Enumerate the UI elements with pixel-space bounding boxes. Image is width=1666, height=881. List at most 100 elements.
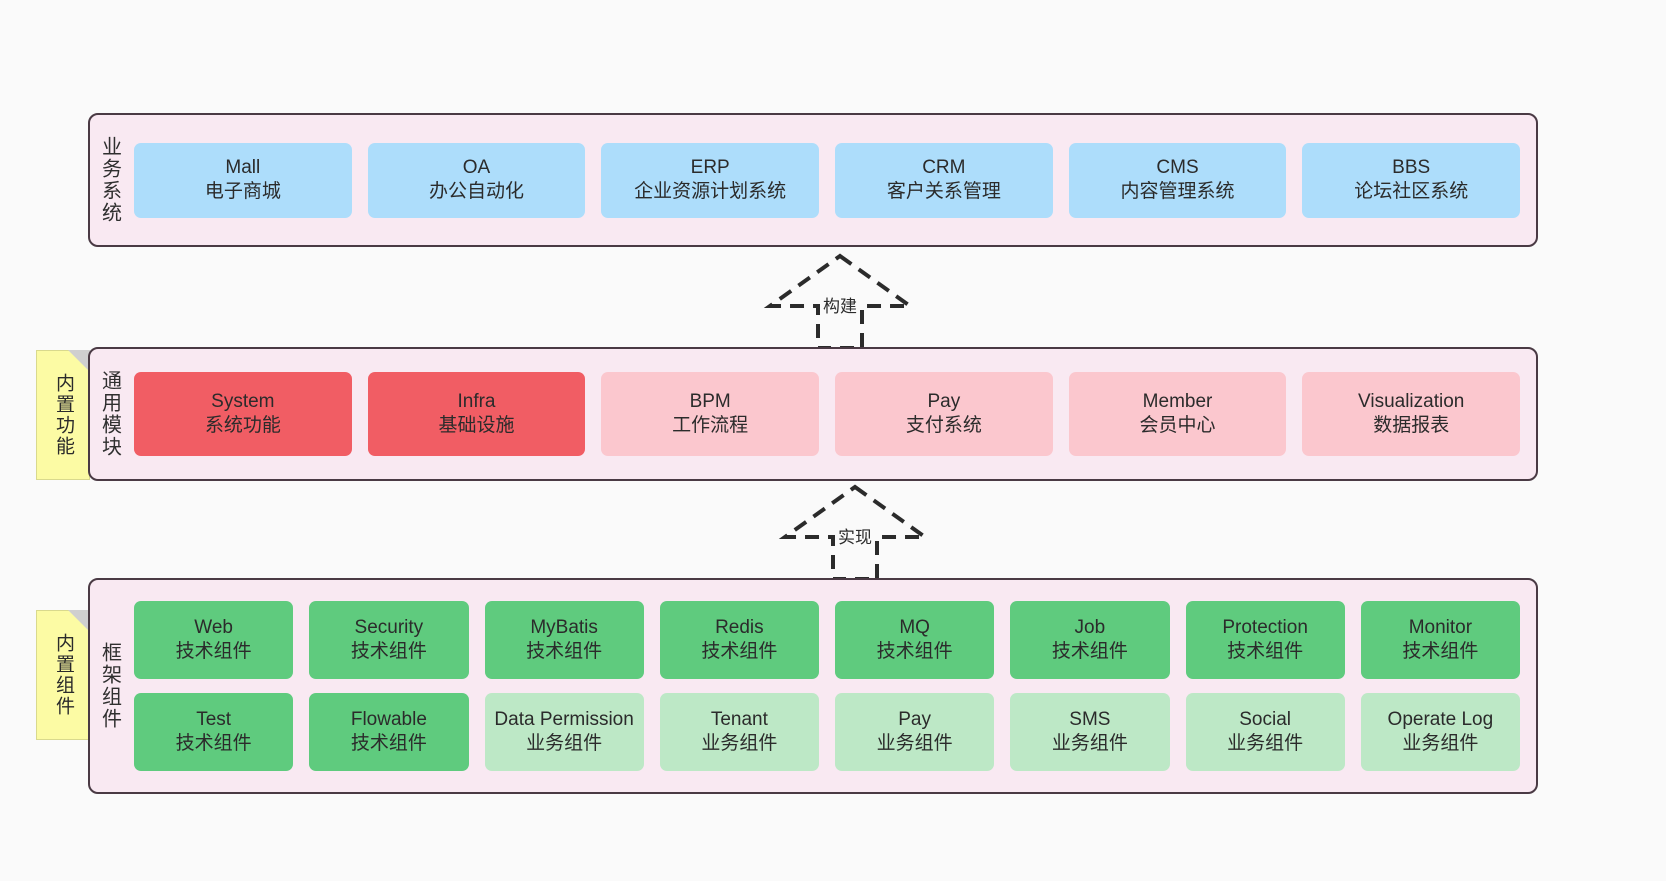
node-subtitle: 技术组件 <box>175 733 252 754</box>
node-pay[interactable]: Pay 支付系统 <box>835 372 1053 456</box>
node-subtitle: 业务组件 <box>1227 733 1304 754</box>
node-operate-log[interactable]: Operate Log 业务组件 <box>1360 693 1520 771</box>
node-oa[interactable]: OA 办公自动化 <box>367 142 586 218</box>
node-sms[interactable]: SMS 业务组件 <box>1010 693 1170 771</box>
node-subtitle: 客户关系管理 <box>886 181 1001 202</box>
connector-build: 构建 <box>750 252 930 352</box>
node-subtitle: 技术组件 <box>1227 641 1304 662</box>
node-flowable[interactable]: Flowable 技术组件 <box>309 693 469 771</box>
row: Web 技术组件 Security 技术组件 MyBatis 技术组件 Redi… <box>134 601 1520 679</box>
node-data-permission[interactable]: Data Permission 业务组件 <box>484 693 644 771</box>
dashed-hollow-arrow-up-icon <box>763 253 917 350</box>
layer-body-framework: Web 技术组件 Security 技术组件 MyBatis 技术组件 Redi… <box>128 580 1536 792</box>
node-pay-component[interactable]: Pay 业务组件 <box>835 693 995 771</box>
node-title: Data Permission <box>494 708 634 730</box>
node-mq[interactable]: MQ 技术组件 <box>835 601 995 679</box>
note-text: 内置功能 <box>52 373 74 457</box>
node-title: Member <box>1142 390 1213 412</box>
node-title: Protection <box>1222 616 1308 638</box>
node-visualization[interactable]: Visualization 数据报表 <box>1302 372 1521 456</box>
node-subtitle: 论坛社区系统 <box>1354 181 1469 202</box>
node-social[interactable]: Social 业务组件 <box>1185 693 1345 771</box>
layer-body-business: Mall 电子商城 OA 办公自动化 ERP 企业资源计划系统 CRM 客户关系… <box>128 115 1536 245</box>
node-title: BPM <box>689 390 731 412</box>
node-title: Web <box>194 616 233 638</box>
node-subtitle: 技术组件 <box>526 641 603 662</box>
node-subtitle: 内容管理系统 <box>1120 181 1235 202</box>
note-builtin-features: 内置功能 <box>36 350 90 480</box>
node-subtitle: 电子商城 <box>204 181 281 202</box>
node-title: MyBatis <box>530 616 598 638</box>
node-subtitle: 办公自动化 <box>429 181 525 202</box>
node-protection[interactable]: Protection 技术组件 <box>1185 601 1345 679</box>
layer-title-modules: 通用模块 <box>98 370 121 458</box>
node-subtitle: 业务组件 <box>526 733 603 754</box>
connector-label: 实现 <box>838 528 872 547</box>
node-security[interactable]: Security 技术组件 <box>309 601 469 679</box>
node-subtitle: 业务组件 <box>1402 733 1479 754</box>
node-title: Operate Log <box>1387 708 1494 730</box>
node-system[interactable]: System 系统功能 <box>134 372 352 456</box>
node-title: Security <box>354 616 424 638</box>
node-web[interactable]: Web 技术组件 <box>134 601 294 679</box>
node-mybatis[interactable]: MyBatis 技术组件 <box>484 601 644 679</box>
row: Test 技术组件 Flowable 技术组件 Data Permission … <box>134 693 1520 771</box>
node-subtitle: 业务组件 <box>876 733 953 754</box>
node-subtitle: 会员中心 <box>1139 415 1216 436</box>
node-subtitle: 技术组件 <box>876 641 953 662</box>
node-title: SMS <box>1069 708 1111 730</box>
node-title: CMS <box>1156 156 1199 178</box>
node-title: Redis <box>715 616 764 638</box>
node-title: Tenant <box>710 708 768 730</box>
node-crm[interactable]: CRM 客户关系管理 <box>835 142 1053 218</box>
node-subtitle: 基础设施 <box>438 415 515 436</box>
row: System 系统功能 Infra 基础设施 BPM 工作流程 Pay 支付系统… <box>134 372 1521 456</box>
note-text: 内置组件 <box>52 633 74 717</box>
node-subtitle: 支付系统 <box>905 415 982 436</box>
layer-title-business: 业务系统 <box>98 136 121 224</box>
node-title: ERP <box>690 156 730 178</box>
layer-common-modules: 通用模块 System 系统功能 Infra 基础设施 BPM 工作流程 Pay… <box>88 347 1538 481</box>
node-bpm[interactable]: BPM 工作流程 <box>601 372 820 456</box>
node-test[interactable]: Test 技术组件 <box>134 693 294 771</box>
node-member[interactable]: Member 会员中心 <box>1068 372 1287 456</box>
node-subtitle: 技术组件 <box>701 641 778 662</box>
node-subtitle: 工作流程 <box>672 415 749 436</box>
node-title: Flowable <box>350 708 427 730</box>
node-subtitle: 技术组件 <box>350 641 427 662</box>
note-builtin-components: 内置组件 <box>36 610 90 740</box>
node-subtitle: 技术组件 <box>175 641 252 662</box>
node-title: Pay <box>927 390 961 412</box>
node-title: Social <box>1239 708 1291 730</box>
node-title: Mall <box>225 156 261 178</box>
node-mall[interactable]: Mall 电子商城 <box>134 142 352 218</box>
node-redis[interactable]: Redis 技术组件 <box>659 601 819 679</box>
node-title: System <box>211 390 275 412</box>
node-cms[interactable]: CMS 内容管理系统 <box>1068 142 1287 218</box>
node-tenant[interactable]: Tenant 业务组件 <box>659 693 819 771</box>
node-subtitle: 技术组件 <box>1402 641 1479 662</box>
node-title: MQ <box>899 616 930 638</box>
node-monitor[interactable]: Monitor 技术组件 <box>1360 601 1520 679</box>
layer-body-modules: System 系统功能 Infra 基础设施 BPM 工作流程 Pay 支付系统… <box>128 349 1536 479</box>
node-job[interactable]: Job 技术组件 <box>1010 601 1170 679</box>
node-subtitle: 技术组件 <box>350 733 427 754</box>
node-subtitle: 企业资源计划系统 <box>634 181 787 202</box>
node-title: CRM <box>922 156 966 178</box>
layer-business-systems: 业务系统 Mall 电子商城 OA 办公自动化 ERP 企业资源计划系统 CRM… <box>88 113 1538 247</box>
node-subtitle: 业务组件 <box>1051 733 1128 754</box>
layer-title-framework: 框架组件 <box>98 642 121 730</box>
node-title: BBS <box>1392 156 1431 178</box>
node-title: Visualization <box>1358 390 1465 412</box>
node-infra[interactable]: Infra 基础设施 <box>367 372 586 456</box>
connector-label: 构建 <box>823 297 857 316</box>
node-title: Infra <box>457 390 496 412</box>
row: Mall 电子商城 OA 办公自动化 ERP 企业资源计划系统 CRM 客户关系… <box>134 142 1521 218</box>
node-bbs[interactable]: BBS 论坛社区系统 <box>1302 142 1521 218</box>
node-erp[interactable]: ERP 企业资源计划系统 <box>601 142 820 218</box>
node-title: Pay <box>898 708 931 730</box>
dashed-hollow-arrow-up-icon <box>778 484 932 581</box>
node-subtitle: 系统功能 <box>204 415 281 436</box>
node-title: OA <box>462 156 491 178</box>
